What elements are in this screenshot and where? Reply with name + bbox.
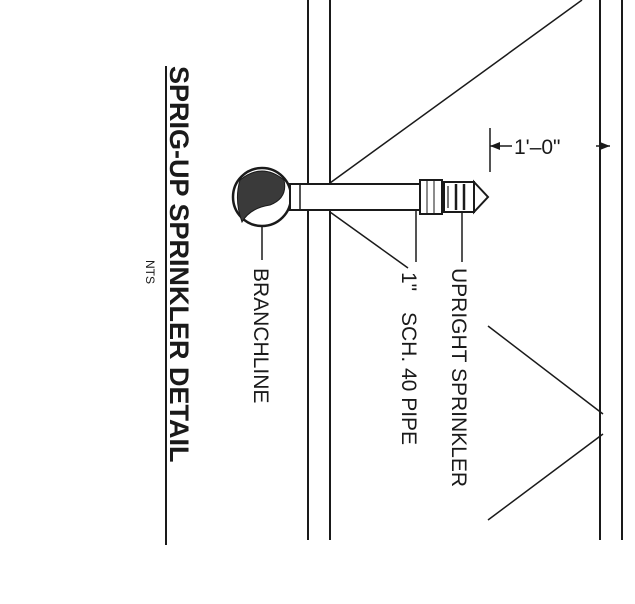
scale-note: NTS <box>143 260 157 284</box>
branchline-label: BRANCHLINE <box>249 268 272 403</box>
left-structure-lines <box>307 0 331 540</box>
detail-title: SPRIG-UP SPRINKLER DETAIL <box>164 66 194 463</box>
sprinkler-label: UPRIGHT SPRINKLER <box>447 268 470 487</box>
sprig-pipe <box>289 179 443 262</box>
truss-diagonals <box>329 0 604 521</box>
branchline-pipe <box>231 166 293 260</box>
dimension-label: 1'–0" <box>514 136 561 159</box>
right-structure-lines <box>599 0 623 540</box>
upright-sprinkler-head <box>443 179 490 262</box>
dimension-marker: 1'–0" <box>489 128 610 172</box>
pipe-spec-label: SCH. 40 PIPE <box>397 312 420 445</box>
pipe-size-label: 1" <box>397 272 420 291</box>
